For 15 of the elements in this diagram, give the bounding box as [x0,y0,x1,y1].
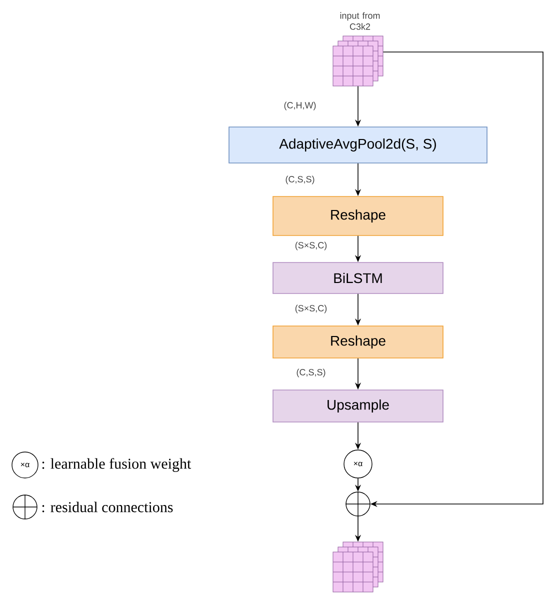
process-box: Reshape [272,326,444,358]
legend-text: : learnable fusion weight [42,458,192,472]
legend-text: : residual connections [42,502,173,512]
edge-label: (C,S,S) [286,176,314,184]
process-box: BiLSTM [272,262,444,294]
node-caption: input from C3k2 [340,12,380,30]
edge-label: (S×S,C) [295,304,327,314]
process-box: AdaptiveAvgPool2d(S, S) [228,126,488,164]
process-box: Reshape [272,196,444,236]
sum-circle [345,491,371,517]
process-box: Upsample [272,390,444,422]
tensor-drawing [332,542,384,592]
edge-label: (C,H,W) [284,102,316,110]
edge-label: (C,S,S) [296,368,326,378]
edge-label: (S×S,C) [295,242,327,250]
